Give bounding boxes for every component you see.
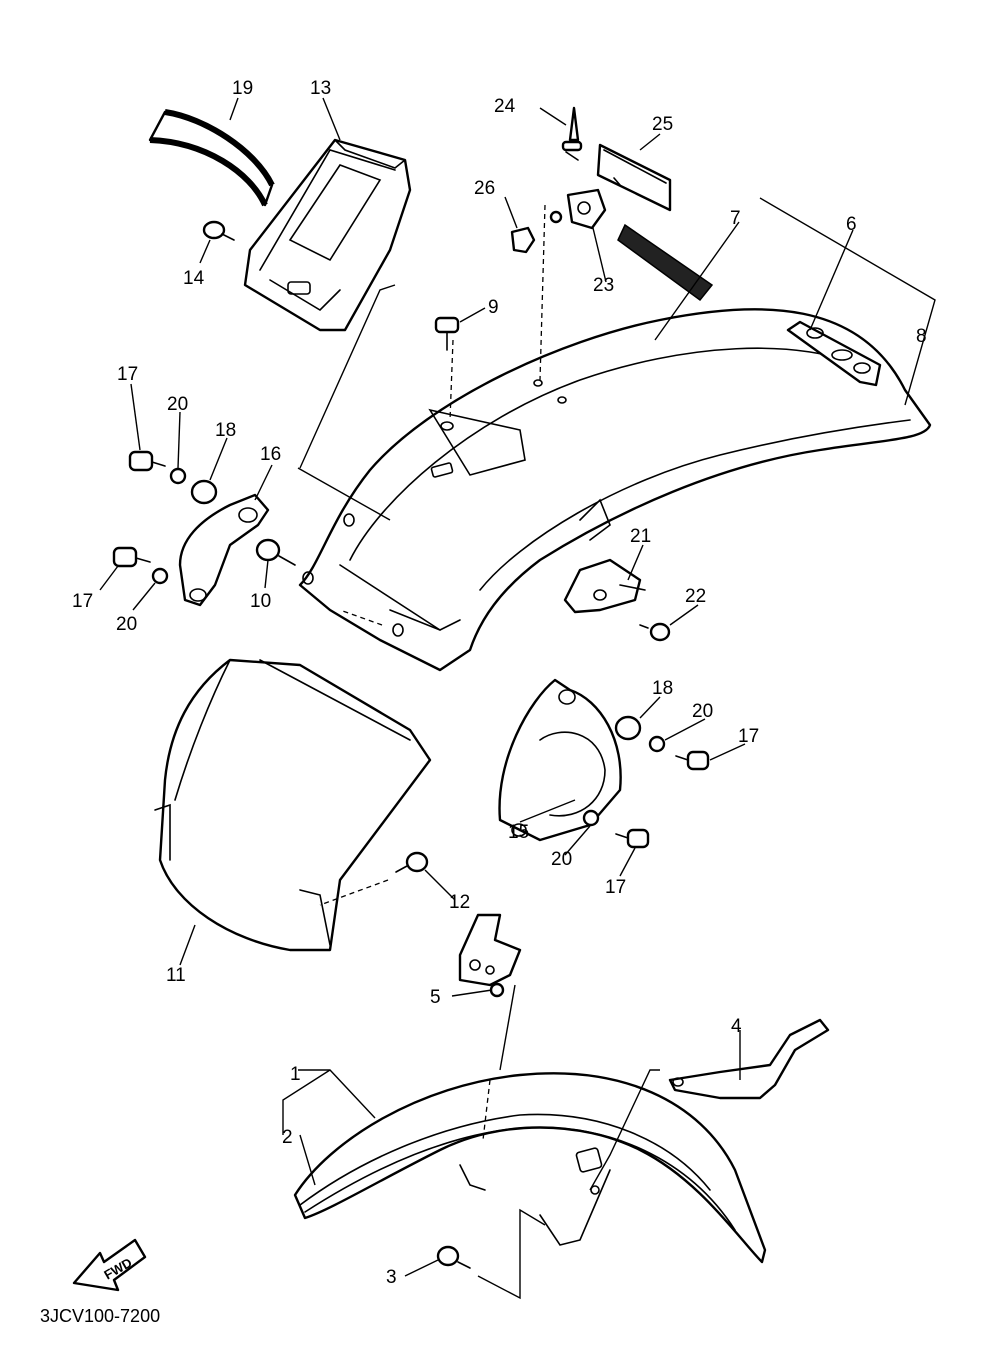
- callout-17-upper-right: 17: [738, 726, 759, 747]
- callout-17-lower-left: 17: [72, 591, 93, 612]
- part-18-collar-left: [190, 479, 218, 505]
- part-12-bolt: [395, 851, 429, 873]
- callout-7: 7: [730, 208, 741, 229]
- part-11-shell: [154, 658, 432, 952]
- callout-8: 8: [916, 326, 927, 347]
- part-3-bolt: [436, 1245, 471, 1269]
- part-25-reflector: [596, 143, 672, 212]
- part-20-washer-lower-left: [151, 567, 169, 585]
- fwd-arrow-icon: FWD: [72, 1238, 147, 1292]
- part-1-front-fender: [293, 1072, 767, 1264]
- callout-22: 22: [685, 586, 706, 607]
- callout-18-left: 18: [215, 420, 236, 441]
- rear-fender: [298, 308, 932, 672]
- part-10-bolt: [255, 538, 296, 566]
- part-6-plate: [786, 320, 882, 387]
- callout-13: 13: [310, 78, 331, 99]
- callouts: 1 2 3 4 5 6 7 8 9 10 11 12 13 14 15 16 1…: [72, 78, 927, 1288]
- callout-18-right: 18: [652, 678, 673, 699]
- callout-23: 23: [593, 275, 614, 296]
- callout-25: 25: [652, 114, 673, 135]
- callout-14: 14: [183, 268, 205, 289]
- callout-20-upper-right: 20: [692, 701, 713, 722]
- part-17-screw-upper-right: [675, 750, 710, 771]
- callout-20-lower-right: 20: [551, 849, 572, 870]
- part-22-screw: [639, 622, 671, 642]
- part-14-screw: [202, 220, 235, 241]
- callout-9: 9: [488, 297, 499, 318]
- callout-11: 11: [166, 965, 186, 986]
- part-7-emblem: [617, 223, 714, 302]
- part-17-screw-lower-right: [615, 828, 650, 849]
- callout-2: 2: [282, 1127, 293, 1148]
- part-17-screw-upper-left: [128, 450, 166, 472]
- callout-20-lower-left: 20: [116, 614, 137, 635]
- callout-5: 5: [430, 987, 441, 1008]
- part-23-bracket: [549, 188, 607, 230]
- part-4-stay: [668, 1018, 830, 1100]
- part-15-bracket: [498, 678, 622, 842]
- callout-19: 19: [232, 78, 253, 99]
- callout-16: 16: [260, 444, 281, 465]
- callout-26: 26: [474, 178, 495, 199]
- callout-1: 1: [290, 1064, 301, 1085]
- callout-15: 15: [508, 822, 529, 843]
- callout-20-upper-left: 20: [167, 394, 188, 415]
- part-16-bracket: [178, 493, 270, 607]
- leader-lines: [99, 97, 936, 1300]
- part-13-side-box: [243, 138, 412, 332]
- part-20-washer-lower-right: [582, 809, 600, 827]
- part-21-bracket: [563, 558, 646, 614]
- part-9-bolt: [434, 316, 460, 351]
- drawing-code: 3JCV100-7200: [40, 1306, 160, 1326]
- callout-6: 6: [846, 214, 857, 235]
- part-17-screw-lower-left: [112, 546, 151, 568]
- part-18-collar-right: [614, 715, 642, 741]
- callout-17-upper-left: 17: [117, 364, 138, 385]
- callout-17-lower-right: 17: [605, 877, 626, 898]
- part-19-strip: [148, 109, 275, 207]
- callout-12: 12: [449, 892, 470, 913]
- callout-3: 3: [386, 1267, 397, 1288]
- part-20-washer-upper-right: [648, 735, 666, 753]
- callout-21: 21: [630, 526, 651, 547]
- callout-4: 4: [731, 1016, 742, 1037]
- part-24-rivet: [561, 106, 583, 161]
- callout-24: 24: [494, 96, 516, 117]
- callout-10: 10: [250, 591, 271, 612]
- part-5-bracket: [458, 913, 522, 998]
- part-20-washer-upper-left: [169, 467, 187, 485]
- part-26-nut: [510, 226, 536, 254]
